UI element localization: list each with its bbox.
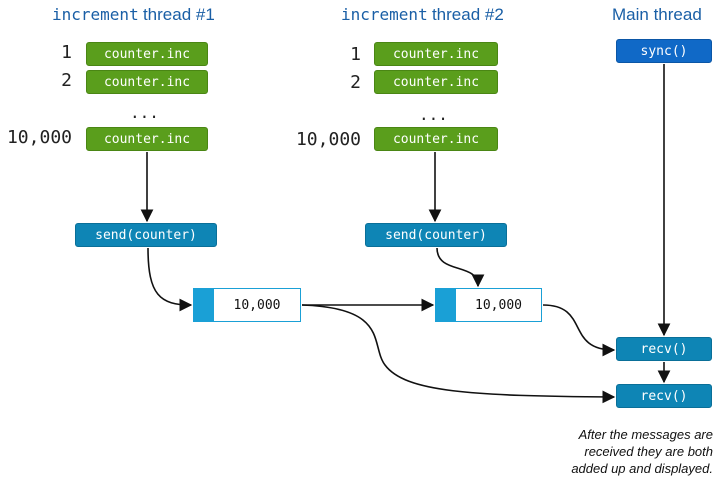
thread1-message-tab <box>194 289 214 321</box>
thread2-message: 10,000 <box>435 288 542 322</box>
thread2-index-2: 2 <box>350 72 361 93</box>
header-thread-1: increment thread #1 <box>52 5 215 25</box>
thread1-index-2: 2 <box>61 70 72 91</box>
thread1-inc-3: counter.inc <box>86 127 208 151</box>
thread2-message-tab <box>436 289 456 321</box>
header-thread-2: increment thread #2 <box>341 5 504 25</box>
thread1-index-3: 10,000 <box>6 127 72 148</box>
thread2-send-box: send(counter) <box>365 223 507 247</box>
header-thread-1-text: thread #1 <box>142 5 215 24</box>
footnote-line-2: received they are both <box>584 444 713 459</box>
thread1-message: 10,000 <box>193 288 301 322</box>
main-sync-box: sync() <box>616 39 712 63</box>
arrow-message1-to-recv2 <box>301 304 616 404</box>
arrow-thread1-send-to-message <box>147 247 193 312</box>
thread1-message-value: 10,000 <box>233 297 281 313</box>
arrow-message2-to-recv1 <box>542 304 616 357</box>
thread2-ellipsis: ... <box>419 105 448 124</box>
thread2-inc-1: counter.inc <box>374 42 498 66</box>
thread2-message-value: 10,000 <box>475 297 522 313</box>
thread1-inc-1: counter.inc <box>86 42 208 66</box>
arrow-thread2-send-to-message <box>436 247 485 288</box>
thread2-inc-2: counter.inc <box>374 70 498 94</box>
thread1-index-1: 1 <box>61 42 72 63</box>
header-thread-2-text: thread #2 <box>431 5 504 24</box>
footnote: After the messages are received they are… <box>483 426 713 477</box>
header-thread-2-code: increment <box>341 5 428 24</box>
thread1-ellipsis: ... <box>130 103 159 122</box>
header-main-thread-text: Main thread <box>612 5 702 24</box>
thread1-send-box: send(counter) <box>75 223 217 247</box>
main-recv-box-2: recv() <box>616 384 712 408</box>
thread2-inc-3: counter.inc <box>374 127 498 151</box>
header-main-thread: Main thread <box>612 5 702 25</box>
thread2-index-3: 10,000 <box>295 129 361 150</box>
thread2-index-1: 1 <box>350 44 361 65</box>
header-thread-1-code: increment <box>52 5 139 24</box>
thread1-inc-2: counter.inc <box>86 70 208 94</box>
footnote-line-3: added up and displayed. <box>571 461 713 476</box>
footnote-line-1: After the messages are <box>578 427 713 442</box>
main-recv-box-1: recv() <box>616 337 712 361</box>
